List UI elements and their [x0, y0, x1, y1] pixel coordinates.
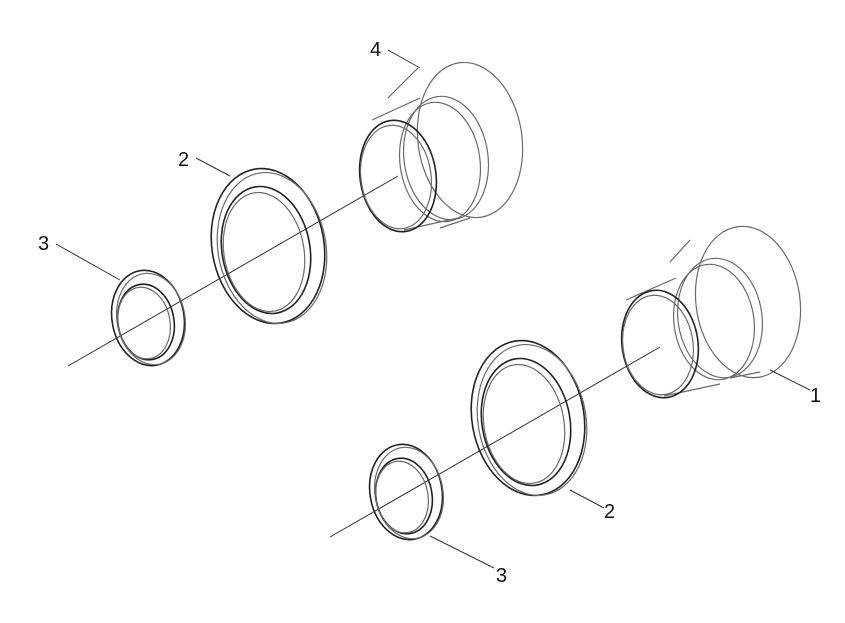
part-4-stepped-cylinder [358, 61, 524, 233]
callout-part-2-upper: 2 [178, 149, 189, 171]
upper-axis-line [67, 175, 399, 367]
lower-axis-line [329, 346, 661, 538]
callout-part-2-lower: 2 [604, 501, 615, 523]
part-1-stepped-cylinder [620, 225, 802, 399]
part-3-small-ring-lower [368, 443, 445, 541]
part-2-large-ring-lower [470, 339, 588, 497]
callout-part-4: 4 [370, 39, 381, 61]
upper-assembly [55, 49, 524, 367]
leader-line-3-lower [429, 535, 495, 569]
leader-line-4 [387, 49, 421, 69]
callout-part-3-lower: 3 [496, 565, 507, 587]
leader-line-1 [769, 369, 811, 391]
leader-line-2-lower [569, 489, 605, 509]
leader-line-3-upper [55, 243, 121, 281]
part-2-large-ring-upper [210, 167, 328, 325]
callout-part-3-upper: 3 [38, 233, 49, 255]
leader-line-2-upper [195, 157, 231, 177]
lower-assembly [329, 225, 811, 569]
callout-part-1: 1 [810, 385, 821, 407]
part-3-small-ring-upper [110, 269, 187, 367]
